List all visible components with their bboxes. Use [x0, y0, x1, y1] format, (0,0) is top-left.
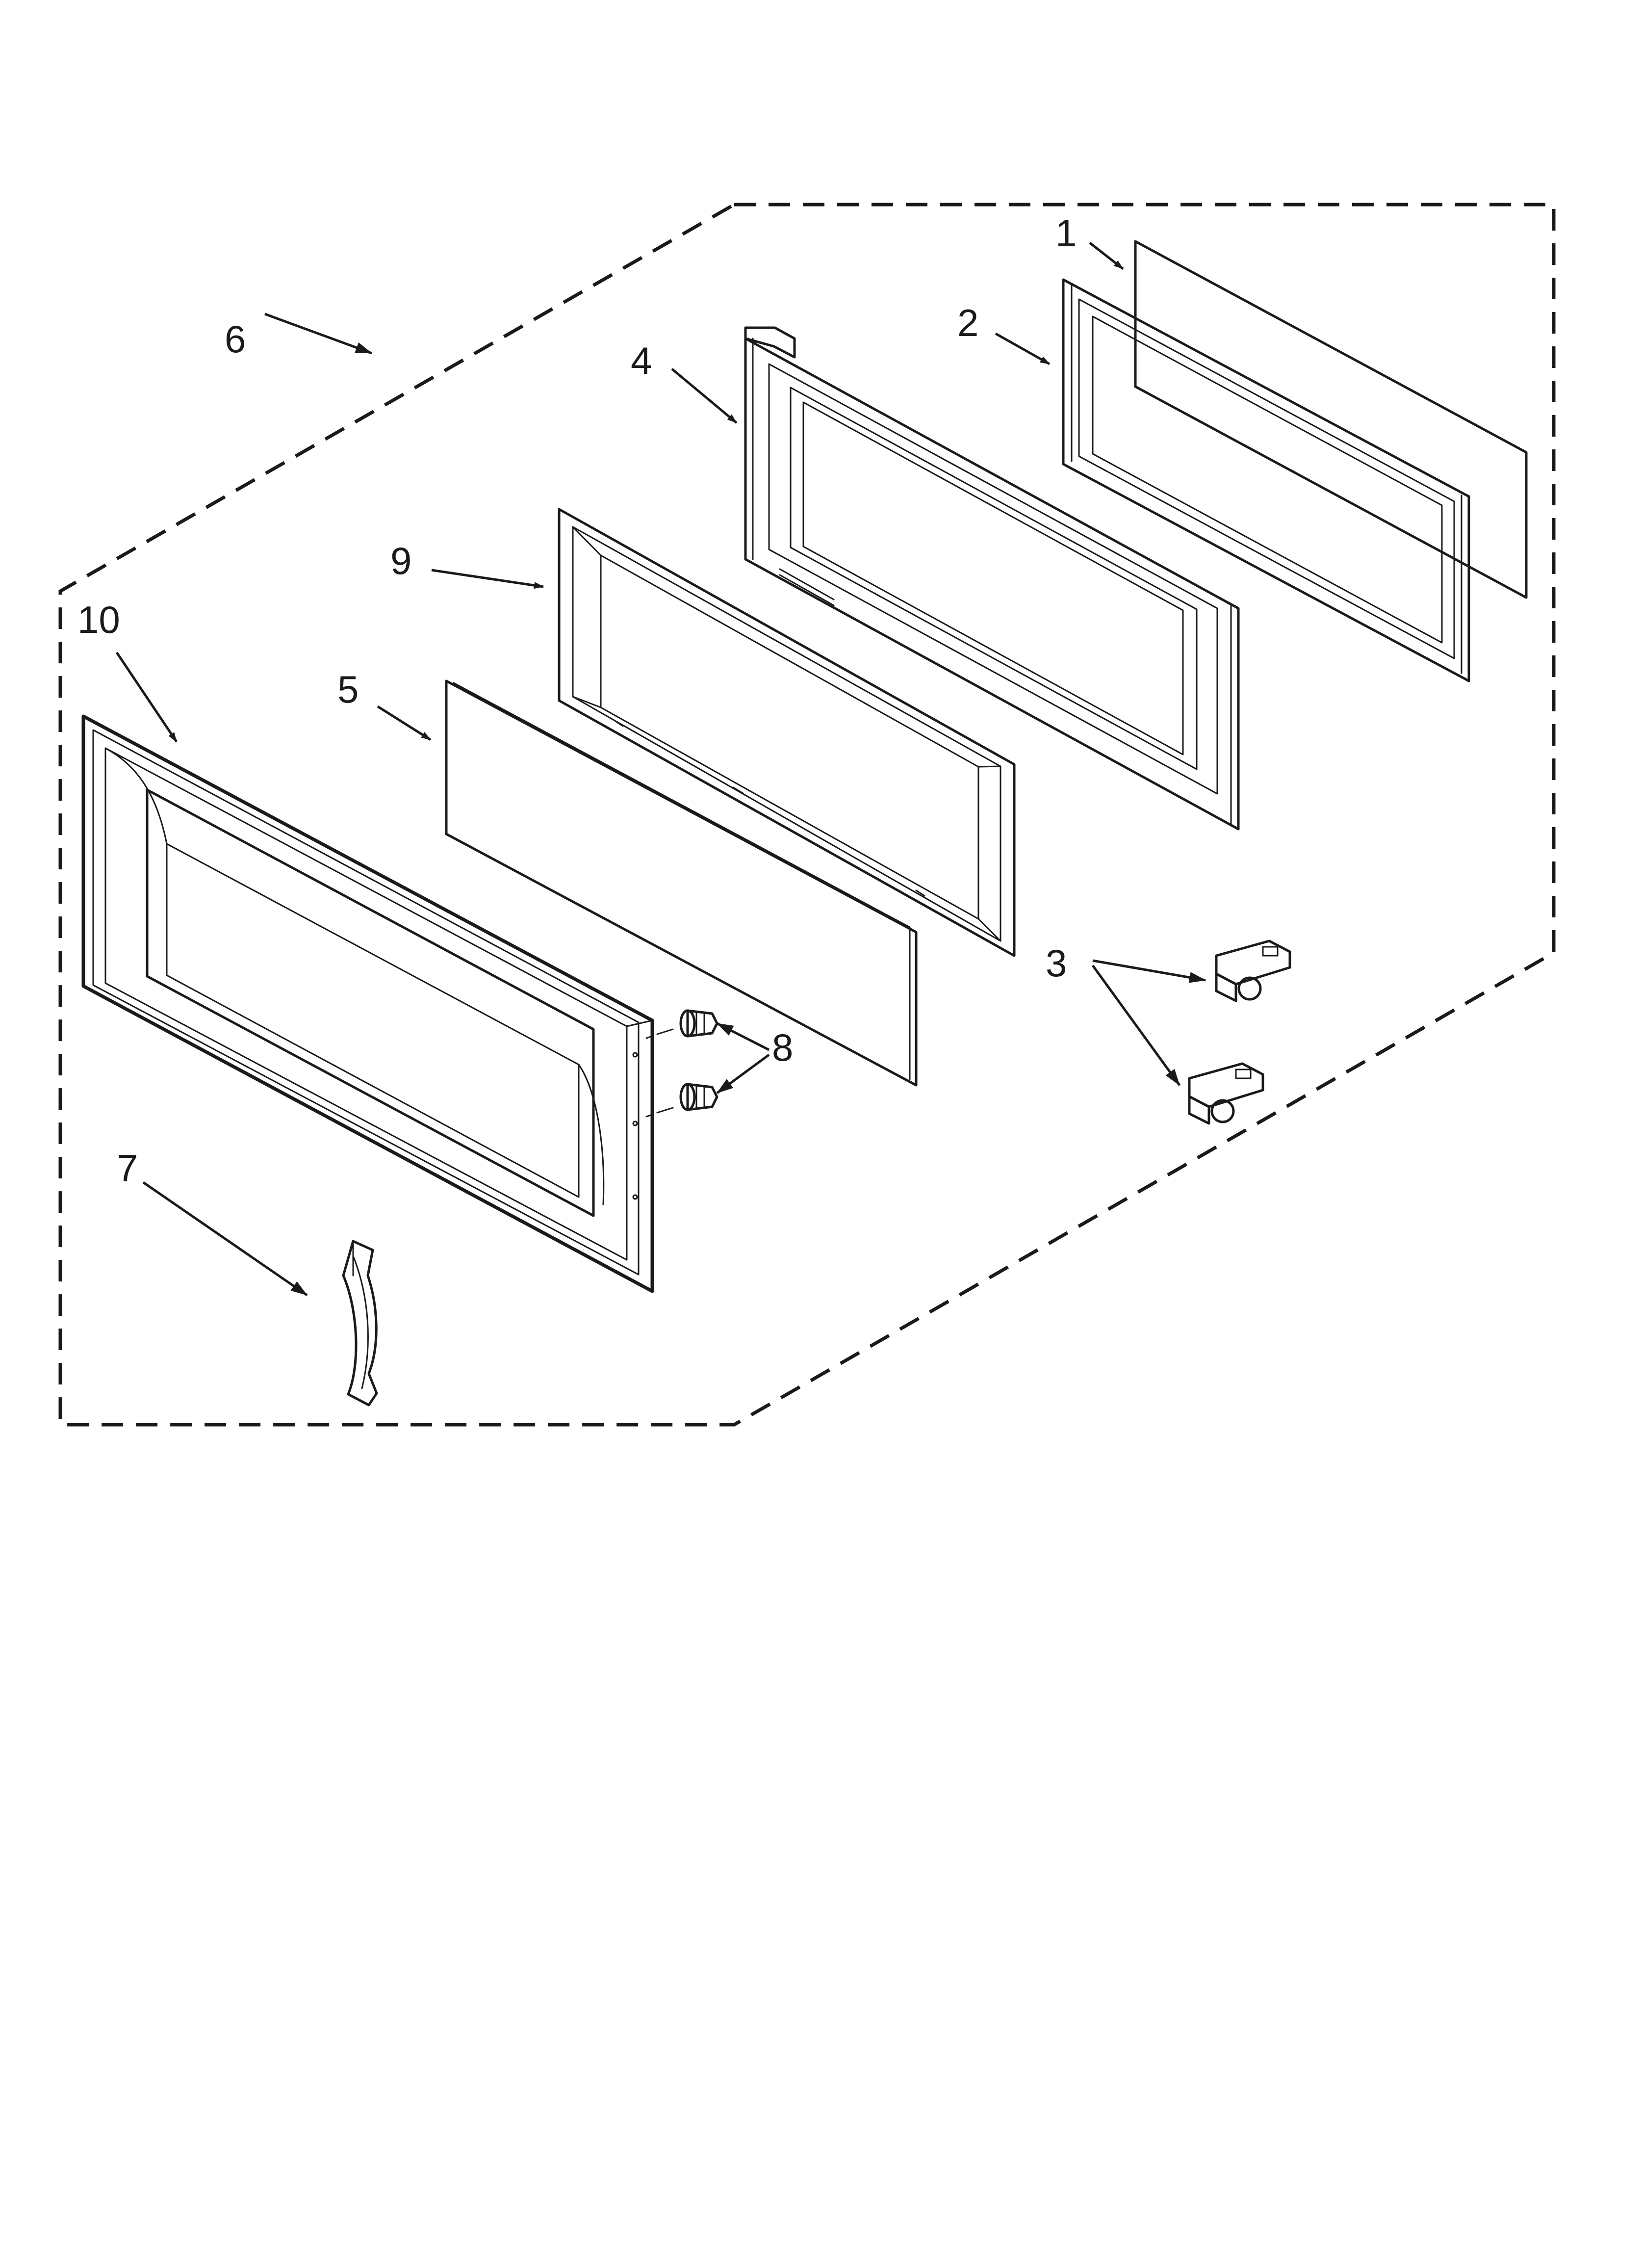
assembly-boundary [58, 203, 1556, 1427]
callout-9: 9 [390, 539, 411, 582]
callout-7: 7 [117, 1147, 138, 1190]
callout-6: 6 [225, 317, 246, 361]
part-3-latch-hook-upper [1215, 939, 1291, 1002]
callout-2: 2 [957, 301, 978, 344]
part-7-door-handle [342, 1240, 378, 1407]
callout-4: 4 [631, 339, 652, 382]
leader-arrow-9 [431, 569, 544, 589]
callout-1: 1 [1055, 211, 1077, 255]
part-8-screw-lower [645, 1083, 718, 1118]
part-1-glass-panel [1134, 240, 1528, 599]
part-10-outer-door-panel [81, 714, 654, 1293]
part-4-inner-door-frame [744, 326, 1240, 831]
callout-8: 8 [772, 1026, 793, 1069]
callout-10: 10 [77, 598, 120, 641]
leader-arrow-8-upper [716, 1022, 770, 1051]
leader-arrow-2 [995, 332, 1051, 365]
leader-arrow-4 [671, 368, 738, 424]
leader-arrow-1 [1089, 242, 1124, 270]
callout-5: 5 [337, 668, 359, 711]
part-9-door-choke-frame [558, 508, 1016, 957]
leader-arrow-3-upper [1092, 959, 1206, 983]
leader-arrow-5 [377, 705, 432, 741]
part-5-door-screen [445, 679, 918, 1087]
leader-arrow-8-lower [716, 1053, 770, 1095]
part-3-latch-hook-lower [1188, 1062, 1264, 1125]
part-2-gasket-frame [1062, 278, 1470, 682]
leader-arrow-6 [264, 313, 373, 355]
leader-arrow-10 [115, 652, 178, 743]
part-8-screw-upper [645, 1009, 718, 1039]
leader-arrow-7 [142, 1181, 308, 1297]
callout-3: 3 [1046, 941, 1067, 985]
leader-arrow-3-lower [1091, 965, 1181, 1086]
